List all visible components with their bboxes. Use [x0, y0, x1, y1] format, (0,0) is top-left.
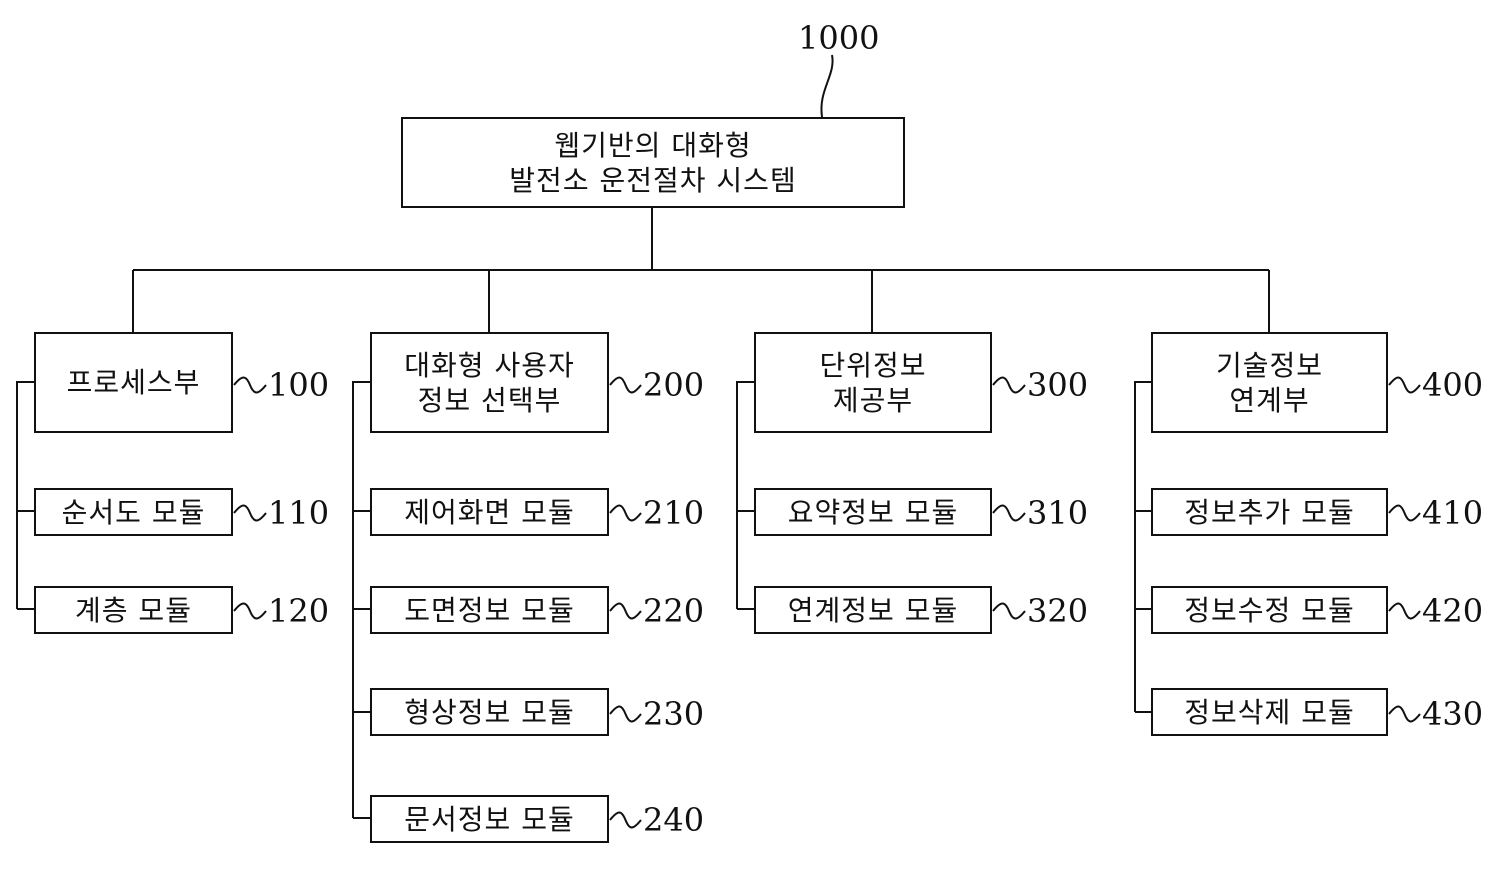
root-title-line-2: 발전소 운전절차 시스템 [509, 163, 796, 198]
module-label: 제어화면 모듈 [404, 495, 574, 530]
unit-reference-number: 400 [1422, 369, 1483, 401]
reference-leader-line [610, 604, 641, 619]
module-reference-number: 320 [1027, 595, 1088, 627]
reference-leader-line [993, 604, 1025, 619]
reference-leader-line [1389, 604, 1420, 619]
module-reference-number: 220 [643, 595, 704, 627]
unit-box-process: 프로세스부 [34, 332, 233, 433]
module-label: 정보추가 모듈 [1184, 495, 1354, 530]
module-label: 문서정보 모듈 [404, 802, 574, 837]
root-reference-number: 1000 [798, 22, 879, 54]
module-reference-number: 120 [268, 595, 329, 627]
unit-label: 프로세스부 [67, 365, 201, 400]
reference-leader-line [610, 506, 641, 521]
module-reference-number: 430 [1422, 698, 1483, 730]
unit-reference-number: 200 [643, 369, 704, 401]
module-box: 정보추가 모듈 [1151, 488, 1388, 536]
module-spine-line [737, 382, 754, 609]
reference-leader-line [993, 378, 1025, 393]
module-box: 정보삭제 모듈 [1151, 688, 1388, 736]
module-box: 도면정보 모듈 [370, 586, 609, 634]
module-spine-line [1135, 382, 1151, 712]
module-reference-number: 110 [268, 497, 329, 529]
module-label: 형상정보 모듈 [404, 695, 574, 730]
reference-leader-line [234, 604, 266, 619]
module-box: 요약정보 모듈 [754, 488, 992, 536]
module-spine-line [17, 382, 34, 609]
module-label: 요약정보 모듈 [788, 495, 958, 530]
module-reference-number: 240 [643, 804, 704, 836]
reference-leader-line [993, 506, 1025, 521]
module-label: 정보삭제 모듈 [1184, 695, 1354, 730]
reference-leader-line [610, 813, 641, 828]
module-box: 제어화면 모듈 [370, 488, 609, 536]
module-reference-number: 210 [643, 497, 704, 529]
unit-reference-number: 300 [1027, 369, 1088, 401]
reference-leader-line [1389, 506, 1420, 521]
unit-box-technical-info: 기술정보 연계부 [1151, 332, 1388, 433]
reference-leader-line [234, 378, 266, 393]
module-box: 계층 모듈 [34, 586, 233, 634]
root-title-line-1: 웹기반의 대화형 [554, 128, 751, 163]
module-reference-number: 410 [1422, 497, 1483, 529]
unit-label-line-1: 기술정보 [1216, 348, 1323, 383]
unit-label-line-2: 정보 선택부 [418, 383, 562, 418]
module-label: 계층 모듈 [75, 593, 192, 628]
reference-leader-line [610, 707, 641, 722]
unit-reference-number: 100 [268, 369, 329, 401]
module-reference-number: 310 [1027, 497, 1088, 529]
unit-label-line-1: 대화형 사용자 [404, 348, 574, 383]
unit-label-line-1: 단위정보 [819, 348, 926, 383]
module-box: 순서도 모듈 [34, 488, 233, 536]
module-reference-number: 230 [643, 698, 704, 730]
unit-box-interactive-user-info: 대화형 사용자 정보 선택부 [370, 332, 609, 433]
module-reference-number: 420 [1422, 595, 1483, 627]
unit-label-line-2: 연계부 [1229, 383, 1309, 418]
module-label: 연계정보 모듈 [788, 593, 958, 628]
module-box: 형상정보 모듈 [370, 688, 609, 736]
root-system-box: 웹기반의 대화형 발전소 운전절차 시스템 [401, 117, 905, 208]
unit-label-line-2: 제공부 [833, 383, 913, 418]
module-label: 순서도 모듈 [62, 495, 206, 530]
reference-leader-line [1389, 707, 1420, 722]
module-label: 정보수정 모듈 [1184, 593, 1354, 628]
module-label: 도면정보 모듈 [404, 593, 574, 628]
module-box: 연계정보 모듈 [754, 586, 992, 634]
reference-leader-line [234, 506, 266, 521]
unit-box-unit-info: 단위정보 제공부 [754, 332, 992, 433]
module-box: 문서정보 모듈 [370, 795, 609, 843]
module-box: 정보수정 모듈 [1151, 586, 1388, 634]
module-spine-line [353, 382, 370, 818]
reference-leader-line [1389, 378, 1420, 393]
root-reference-leader-line [821, 55, 832, 117]
reference-leader-line [610, 378, 641, 393]
